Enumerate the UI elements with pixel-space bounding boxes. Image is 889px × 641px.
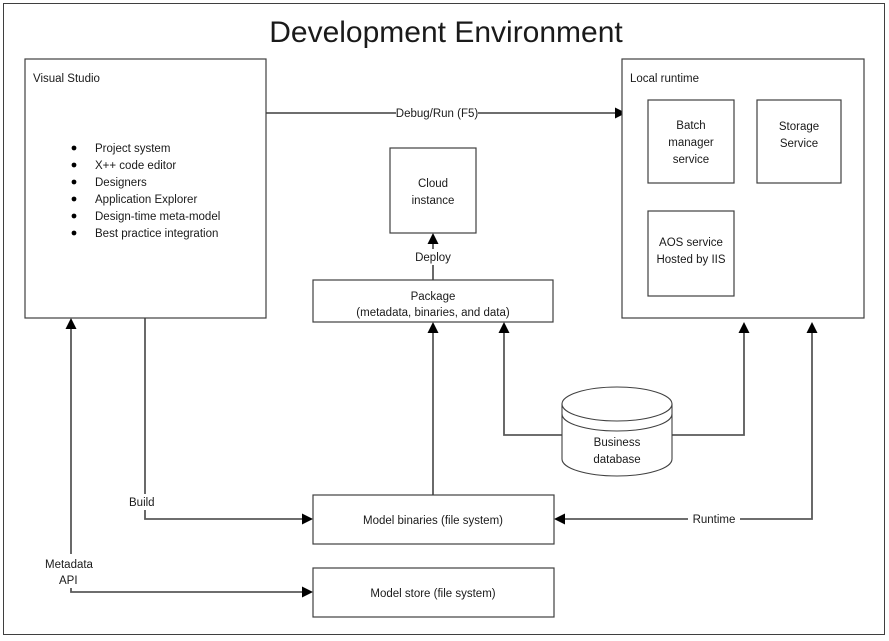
aos-service-line-2: Hosted by IIS <box>656 254 725 266</box>
batch-manager-service-line-3: service <box>673 154 709 166</box>
edge-label-debug-run-text: Debug/Run (F5) <box>396 108 479 120</box>
box-aos-service[interactable]: AOS service Hosted by IIS <box>647 210 735 297</box>
bullet-dot-icon <box>71 230 77 236</box>
business-database-line-2: database <box>593 454 640 466</box>
aos-service-line-1: AOS service <box>659 237 723 249</box>
batch-manager-service-line-2: manager <box>668 137 714 149</box>
box-storage-service[interactable]: Storage Service <box>756 99 842 184</box>
edge-label-build: Build <box>126 494 164 510</box>
business-database-line-1: Business <box>594 437 641 449</box>
visual-studio-bullet-list: Project system X++ code editor Designers… <box>71 143 220 240</box>
edge-label-runtime: Runtime <box>688 511 740 527</box>
box-visual-studio[interactable]: Visual Studio Project system X++ code ed… <box>24 58 267 319</box>
edge-label-api-text: API <box>59 575 78 587</box>
batch-manager-service-line-1: Batch <box>676 120 705 132</box>
cloud-instance-line-1: Cloud <box>418 178 448 190</box>
page-title: Development Environment <box>269 16 623 49</box>
edge-label-metadata-api: Metadata API <box>42 554 104 588</box>
box-model-store[interactable]: Model store (file system) <box>312 567 555 618</box>
model-store-label: Model store (file system) <box>370 588 495 600</box>
edge-label-runtime-text: Runtime <box>693 514 736 526</box>
bullet-item-designers: Designers <box>95 177 147 189</box>
package-line-2: (metadata, binaries, and data) <box>356 307 510 319</box>
bullet-item-best-practice-integration: Best practice integration <box>95 228 218 240</box>
connector-metadata-api <box>65 318 313 598</box>
storage-service-line-1: Storage <box>779 121 819 133</box>
box-batch-manager-service[interactable]: Batch manager service <box>647 99 735 184</box>
cloud-instance-line-2: instance <box>412 195 455 207</box>
bullet-dot-icon <box>71 213 77 219</box>
connector-binaries-to-package <box>427 322 439 495</box>
box-local-runtime[interactable]: Local runtime Batch manager service Stor… <box>621 58 865 319</box>
edge-label-deploy-text: Deploy <box>415 252 451 264</box>
edge-label-deploy: Deploy <box>409 249 457 265</box>
bullet-dot-icon <box>71 145 77 151</box>
bullet-dot-icon <box>71 162 77 168</box>
bullet-item-xpp-code-editor: X++ code editor <box>95 160 176 172</box>
connector-build <box>144 318 313 525</box>
storage-service-line-2: Service <box>780 138 818 150</box>
connector-runtime <box>554 322 818 525</box>
visual-studio-label: Visual Studio <box>33 73 100 85</box>
package-line-1: Package <box>411 291 456 303</box>
box-cloud-instance[interactable]: Cloud instance <box>389 147 477 234</box>
edge-label-debug-run: Debug/Run (F5) <box>396 104 479 120</box>
connector-database-to-package <box>498 322 562 436</box>
bullet-dot-icon <box>71 196 77 202</box>
model-binaries-label: Model binaries (file system) <box>363 515 503 527</box>
local-runtime-label: Local runtime <box>630 73 699 85</box>
box-model-binaries[interactable]: Model binaries (file system) <box>312 494 555 545</box>
shape-business-database[interactable]: Business database <box>561 386 673 477</box>
box-package[interactable]: Package (metadata, binaries, and data) <box>312 279 554 323</box>
edge-label-metadata-text: Metadata <box>45 559 94 571</box>
bullet-item-project-system: Project system <box>95 143 170 155</box>
bullet-item-application-explorer: Application Explorer <box>95 194 197 206</box>
bullet-dot-icon <box>71 179 77 185</box>
edge-label-build-text: Build <box>129 497 155 509</box>
bullet-item-design-time-meta-model: Design-time meta-model <box>95 211 220 223</box>
